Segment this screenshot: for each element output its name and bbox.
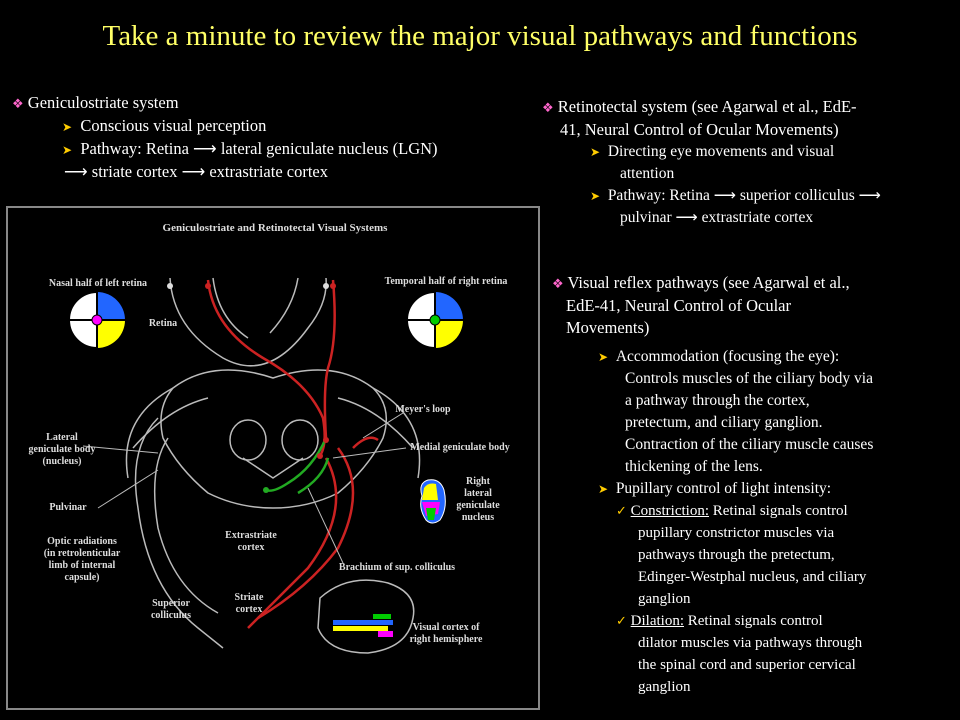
arrow-bullet-icon: ➤ xyxy=(62,143,73,157)
right-arrow-icon: ⟶ xyxy=(713,187,736,204)
accommodation-line: Controls muscles of the ciliary body via xyxy=(625,370,873,387)
reflex-details: ➤ Accommodation (focusing the eye): Cont… xyxy=(598,346,958,698)
accommodation-line: pretectum, and ciliary ganglion. xyxy=(625,414,823,431)
right-retina-icon xyxy=(406,291,464,349)
right-arrow-icon: ⟶ xyxy=(675,209,698,226)
retinotectal-item-continued: pulvinar ⟶ extrastriate cortex xyxy=(620,209,814,226)
retinotectal-item: ➤ Directing eye movements and visual xyxy=(590,143,835,160)
visual-pathways-diagram: Geniculostriate and Retinotectal Visual … xyxy=(6,206,540,710)
diamond-bullet-icon: ❖ xyxy=(552,276,564,291)
reflex-heading-line3: Movements) xyxy=(566,318,650,337)
accommodation-line: thickening of the lens. xyxy=(625,458,763,475)
pupillary-item: ➤ Pupillary control of light intensity: xyxy=(598,480,832,497)
medial-geniculate-label: Medial geniculate body xyxy=(410,442,510,453)
arrow-bullet-icon: ➤ xyxy=(62,120,73,134)
visual-cortex-label: Visual cortex of right hemisphere xyxy=(409,622,483,645)
arrow-bullet-icon: ➤ xyxy=(598,482,609,496)
pulvinar-label: Pulvinar xyxy=(49,502,87,513)
right-arrow-icon: ⟶ xyxy=(181,162,206,181)
slide-title: Take a minute to review the major visual… xyxy=(102,20,858,52)
geniculostriate-item: ➤ Conscious visual perception xyxy=(62,116,267,135)
reflex-block: ❖ Visual reflex pathways (see Agarwal et… xyxy=(552,272,958,339)
arrow-bullet-icon: ➤ xyxy=(598,350,609,364)
right-lgn-icon xyxy=(420,479,446,524)
checkmark-bullet-icon: ✓ xyxy=(616,613,627,628)
superior-colliculus-label: Superior colliculus xyxy=(150,598,191,621)
geniculostriate-item-continued: ⟶ striate cortex ⟶ extrastriate cortex xyxy=(64,162,329,181)
diamond-bullet-icon: ❖ xyxy=(12,96,24,111)
diamond-bullet-icon: ❖ xyxy=(542,100,554,115)
retinotectal-item: ➤ Pathway: Retina ⟶ superior colliculus … xyxy=(590,187,881,204)
temporal-retina-label: Temporal half of right retina xyxy=(384,276,508,287)
arrow-bullet-icon: ➤ xyxy=(590,189,601,203)
accommodation-line: a pathway through the cortex, xyxy=(625,392,810,409)
reflex-heading-line2: EdE-41, Neural Control of Ocular xyxy=(566,296,791,315)
retinotectal-heading-line2: 41, Neural Control of Ocular Movements) xyxy=(560,120,839,139)
diagram-title: Geniculostriate and Retinotectal Visual … xyxy=(162,222,388,234)
geniculostriate-item: ➤ Pathway: Retina ⟶ lateral geniculate n… xyxy=(62,139,438,158)
retinotectal-item-line2: attention xyxy=(620,165,675,182)
dilation-item: ✓ Dilation: Retinal signals control dila… xyxy=(616,613,863,695)
retinotectal-heading: ❖ Retinotectal system (see Agarwal et al… xyxy=(542,97,857,116)
right-arrow-icon: ⟶ xyxy=(64,162,88,181)
brachium-label: Brachium of sup. colliculus xyxy=(338,562,456,573)
visual-cortex-icon xyxy=(317,579,415,654)
checkmark-bullet-icon: ✓ xyxy=(616,503,627,518)
retinotectal-block: ❖ Retinotectal system (see Agarwal et al… xyxy=(542,96,958,229)
right-arrow-icon: ⟶ xyxy=(858,187,881,204)
geniculostriate-heading: ❖ Geniculostriate system xyxy=(12,93,179,112)
meyers-loop-label: Meyer's loop xyxy=(395,404,451,415)
retina-label: Retina xyxy=(148,318,178,329)
pathway-drawing xyxy=(68,277,464,654)
accommodation-line: Contraction of the ciliary muscle causes xyxy=(625,436,874,453)
extrastriate-label: Extrastriate cortex xyxy=(225,530,277,553)
lateral-geniculate-label: Lateral geniculate body (nucleus) xyxy=(28,432,96,467)
accommodation-item: ➤ Accommodation (focusing the eye): xyxy=(598,348,840,365)
right-arrow-icon: ⟶ xyxy=(193,139,217,158)
reflex-heading: ❖ Visual reflex pathways (see Agarwal et… xyxy=(552,273,850,292)
optic-radiations-label: Optic radiations (in retrolenticular lim… xyxy=(43,536,121,583)
constriction-item: ✓ Constriction: Retinal signals control … xyxy=(616,503,867,607)
nasal-retina-label: Nasal half of left retina xyxy=(48,278,148,289)
geniculostriate-block: ❖ Geniculostriate system ➤ Conscious vis… xyxy=(12,92,552,183)
striate-cortex-label: Striate cortex xyxy=(234,592,264,615)
left-retina-icon xyxy=(68,291,126,349)
arrow-bullet-icon: ➤ xyxy=(590,145,601,159)
right-lgn-label: Right lateral geniculate nucleus xyxy=(456,476,500,523)
